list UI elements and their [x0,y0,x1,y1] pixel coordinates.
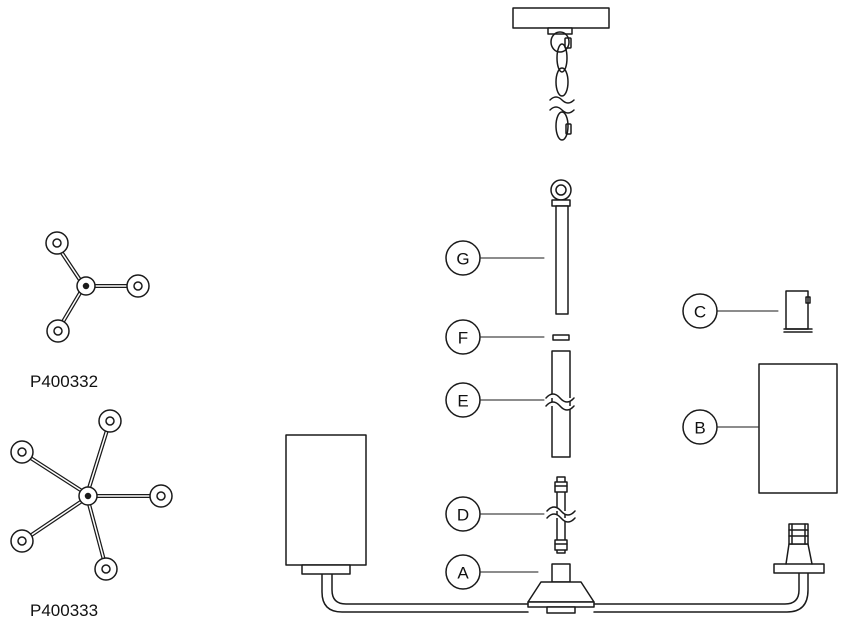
hub-3-arm-diagram [45,231,150,343]
callout-c: C [694,303,706,322]
callout-f: F [458,329,468,348]
callout-circles [445,240,718,590]
callout-g: G [456,250,469,269]
callout-d: D [457,506,469,525]
part-f-washer [552,334,570,341]
callout-leaders [480,257,779,573]
part-d-threaded-nipple [546,476,576,554]
fixture-arms [321,571,809,613]
part-g-loop-rod [550,179,572,315]
part-a-center-hub [527,563,595,614]
left-socket-cup [301,564,351,575]
callout-b: B [694,419,705,438]
left-glass-shade [285,434,367,566]
model-number-3-arm: P400332 [30,372,98,391]
part-c-socket-sleeve [783,290,813,333]
part-b-glass-shade [758,363,838,494]
hub-5-arm-diagram [10,409,173,581]
ceiling-canopy [512,7,610,35]
model-number-5-arm: P400333 [30,601,98,620]
right-socket-cup [773,523,825,574]
part-e-downrod [545,350,575,458]
callout-e: E [457,392,468,411]
callout-a: A [457,564,469,583]
hanging-chain [549,31,575,141]
